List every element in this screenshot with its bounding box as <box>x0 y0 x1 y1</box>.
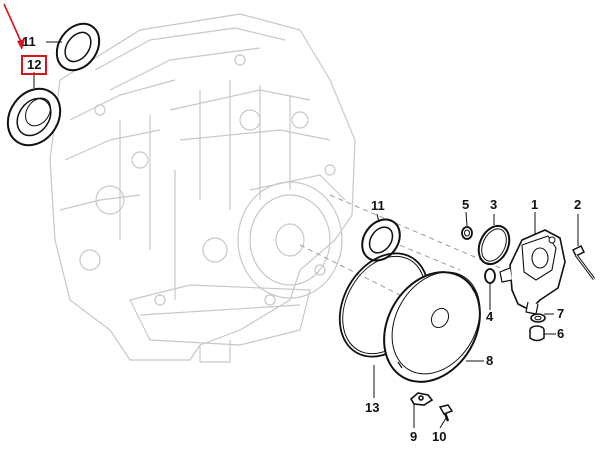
highlight-arrow <box>3 3 25 50</box>
transmission-housing <box>49 13 356 363</box>
part-5-small-seal[interactable] <box>461 226 473 240</box>
part-11-seal-ring-top[interactable] <box>48 16 108 79</box>
part-9-clip[interactable] <box>409 392 434 406</box>
callout-10[interactable]: 10 <box>432 429 447 444</box>
callout-9[interactable]: 9 <box>410 429 418 444</box>
part-8-cover-plate[interactable] <box>365 255 499 399</box>
part-12-shaft-seal[interactable] <box>0 79 71 156</box>
callout-11-mid[interactable]: 11 <box>371 198 385 213</box>
callout-4[interactable]: 4 <box>486 309 494 324</box>
callout-11-top[interactable]: 11 <box>22 34 36 49</box>
part-2-bolt[interactable] <box>571 244 596 280</box>
part-6-plug[interactable] <box>529 325 545 342</box>
part-10-bolt[interactable] <box>438 404 454 422</box>
part-7-washer[interactable] <box>530 313 546 323</box>
callout-8[interactable]: 8 <box>486 353 494 368</box>
part-1-pump-housing[interactable] <box>499 229 566 315</box>
part-4-small-o-ring[interactable] <box>484 268 496 284</box>
callout-2[interactable]: 2 <box>574 197 582 212</box>
callout-7[interactable]: 7 <box>557 306 565 321</box>
callout-1[interactable]: 1 <box>531 197 539 212</box>
callout-3[interactable]: 3 <box>490 197 498 212</box>
leader-lines <box>33 41 579 429</box>
callout-12-highlighted[interactable]: 12 <box>21 55 48 75</box>
callout-6[interactable]: 6 <box>557 326 565 341</box>
part-3-o-ring[interactable] <box>473 221 515 269</box>
callout-13[interactable]: 13 <box>365 400 380 415</box>
part-11-seal-ring-mid[interactable] <box>354 212 407 268</box>
callout-5[interactable]: 5 <box>462 197 470 212</box>
